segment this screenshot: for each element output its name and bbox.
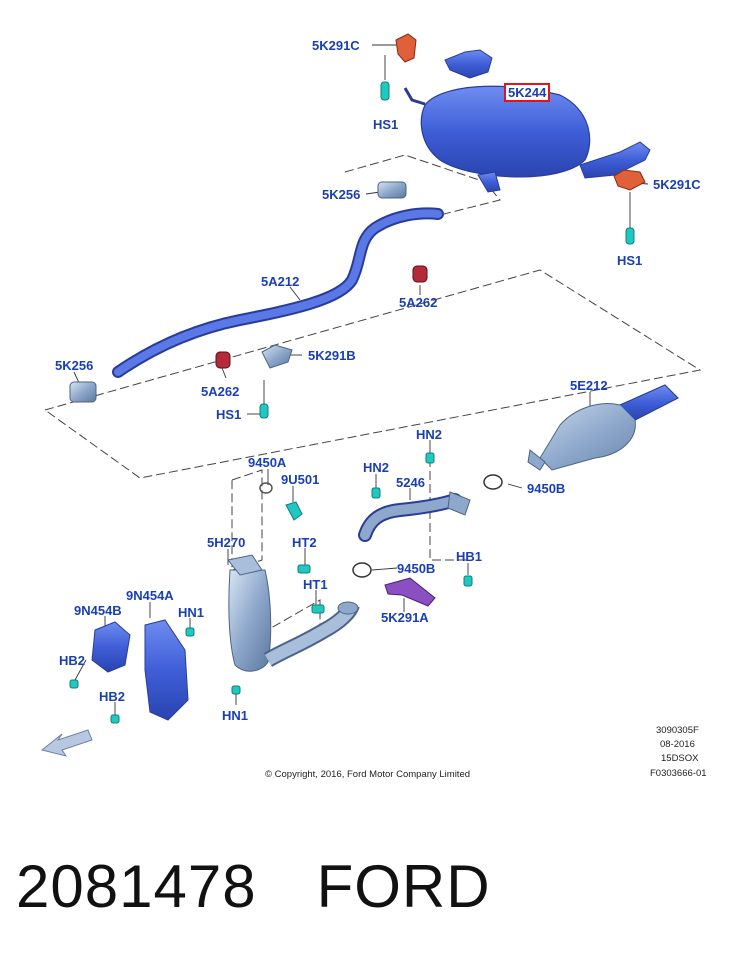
exhaust-system-diagram: 5K291C HS1 5K244 5K256 5K291C HS1 5A212 … <box>40 33 707 780</box>
heat-shield-9n454a <box>144 619 189 721</box>
heat-shield-9n454b <box>91 621 131 673</box>
clip-9u501 <box>285 501 303 521</box>
label-5k291b[interactable]: 5K291B <box>308 348 356 363</box>
label-hb1[interactable]: HB1 <box>456 549 483 564</box>
meta-line-4: F0303666-01 <box>650 768 707 779</box>
rear-muffler-5k244 <box>403 49 651 193</box>
label-hb2-bottom[interactable]: HB2 <box>99 689 126 704</box>
meta-line-1: 3090305F <box>656 725 699 736</box>
bracket-5k291b <box>261 344 293 369</box>
label-hn2-left[interactable]: HN2 <box>363 460 390 475</box>
label-9450b-mid[interactable]: 9450B <box>397 561 436 576</box>
label-hs1-right[interactable]: HS1 <box>617 253 643 268</box>
gasket-5k291a <box>384 577 436 607</box>
label-5a262-left[interactable]: 5A262 <box>201 384 240 399</box>
meta-line-3: 15DSOX <box>661 753 699 764</box>
label-9n454b[interactable]: 9N454B <box>74 603 122 618</box>
hanger-clip-5k291c-right <box>613 169 646 191</box>
clamp-5k256 <box>69 181 407 403</box>
label-5k291c-right[interactable]: 5K291C <box>653 177 701 192</box>
label-hb2-left[interactable]: HB2 <box>59 653 86 668</box>
label-5e212[interactable]: 5E212 <box>570 378 608 393</box>
gasket-9450a <box>259 482 273 494</box>
label-5k291a[interactable]: 5K291A <box>381 610 429 625</box>
label-9n454a[interactable]: 9N454A <box>126 588 174 603</box>
meta-line-2: 08-2016 <box>660 739 695 750</box>
label-5a262-right[interactable]: 5A262 <box>399 295 438 310</box>
label-ht2[interactable]: HT2 <box>292 535 317 550</box>
label-hn1-top[interactable]: HN1 <box>178 605 205 620</box>
intermediate-pipe-5a212 <box>112 207 444 378</box>
label-5k291c-top[interactable]: 5K291C <box>312 38 360 53</box>
label-hs1-mid[interactable]: HS1 <box>216 407 242 422</box>
brand-name: FORD <box>316 853 491 920</box>
converter-5h270 <box>227 554 360 672</box>
label-hn1-bottom[interactable]: HN1 <box>222 708 249 723</box>
hanger-clip-5k291c-top <box>395 33 417 63</box>
part-number: 2081478 <box>16 853 257 920</box>
label-9450b-right[interactable]: 9450B <box>527 481 566 496</box>
label-9450a[interactable]: 9450A <box>248 455 287 470</box>
label-hn2-right[interactable]: HN2 <box>416 427 443 442</box>
catalytic-converter-5e212 <box>527 384 679 471</box>
part-caption: 2081478 FORD <box>16 852 551 921</box>
label-9u501[interactable]: 9U501 <box>281 472 320 487</box>
label-hs1-top[interactable]: HS1 <box>373 117 399 132</box>
fasteners-hs1 <box>259 81 635 419</box>
fasteners-misc <box>69 452 473 724</box>
front-pipe-5246 <box>358 491 471 542</box>
front-direction-arrow <box>40 729 93 757</box>
exhaust-parts-illustration <box>40 33 702 757</box>
insulator-5a262 <box>215 265 428 369</box>
copyright-text: © Copyright, 2016, Ford Motor Company Li… <box>265 769 471 780</box>
label-5a212[interactable]: 5A212 <box>261 274 300 289</box>
label-5k244-highlighted[interactable]: 5K244 <box>504 83 551 102</box>
label-5246[interactable]: 5246 <box>396 475 425 490</box>
label-5k256-top[interactable]: 5K256 <box>322 187 361 202</box>
label-5h270[interactable]: 5H270 <box>207 535 246 550</box>
gasket-9450b <box>352 474 503 578</box>
label-ht1[interactable]: HT1 <box>303 577 328 592</box>
label-5k256-left[interactable]: 5K256 <box>55 358 94 373</box>
